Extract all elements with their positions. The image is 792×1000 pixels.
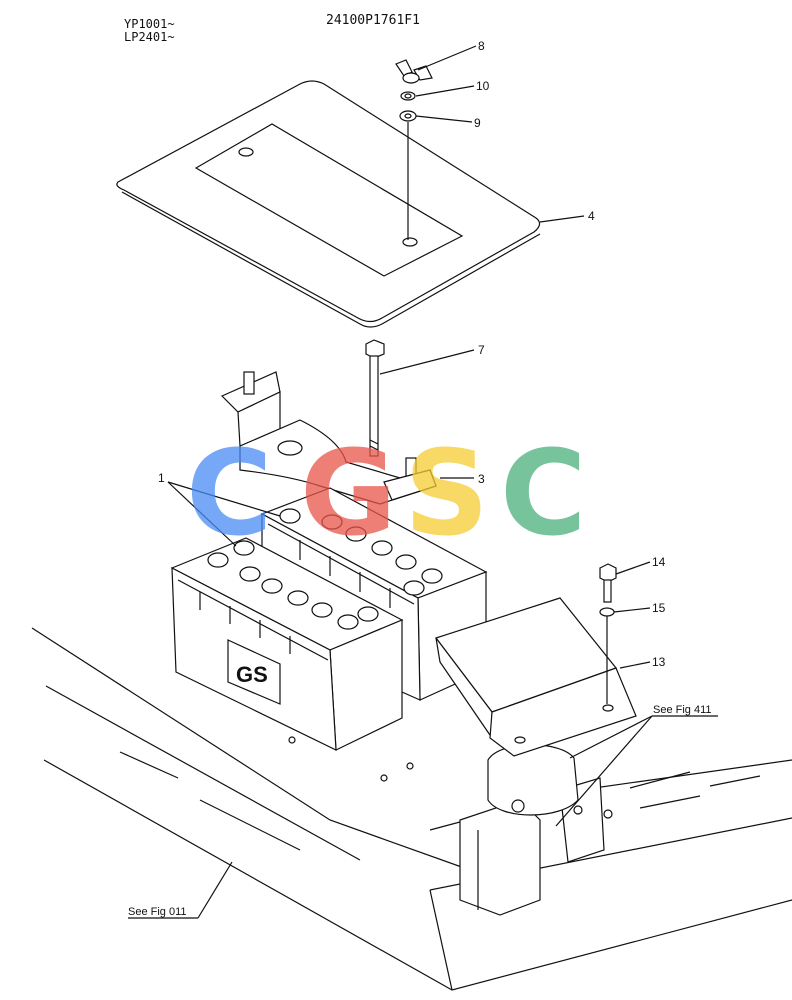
see-fig-011: See Fig 011	[128, 906, 187, 918]
hold-down-bolt	[365, 339, 385, 457]
see-fig-411: See Fig 411	[653, 704, 712, 716]
callout-13: 13	[652, 655, 666, 669]
callout-8: 8	[478, 39, 485, 53]
callout-3: 3	[478, 472, 485, 486]
leader-lines	[128, 45, 718, 919]
battery-front: GS	[170, 537, 404, 751]
callout-15: 15	[652, 601, 666, 615]
callout-7: 7	[478, 343, 485, 357]
serial-range-1: YP1001~	[124, 17, 175, 31]
drawing-number: 24100P1761F1	[326, 13, 420, 28]
callout-labels: 1 3 4 7 8 9 10 13 14 15 See Fig 411 See …	[128, 39, 712, 918]
serial-range-2: LP2401~	[124, 30, 175, 44]
mounting-bracket	[459, 744, 605, 916]
callout-14: 14	[652, 555, 666, 569]
front-terminals	[207, 540, 379, 630]
callout-10: 10	[476, 79, 490, 93]
watermark-letter-s: S	[404, 424, 489, 562]
watermark-letter-c2: C	[500, 424, 587, 562]
callout-9: 9	[474, 116, 481, 130]
callout-4: 4	[588, 209, 595, 223]
battery-brand-label: GS	[236, 662, 268, 687]
cover-bolt-assembly	[599, 563, 617, 704]
terminal-cover	[435, 597, 637, 757]
rear-terminals	[279, 508, 443, 596]
watermark-logo: C G S C	[186, 424, 587, 562]
battery-clamp	[220, 371, 437, 505]
watermark-letter-g: G	[300, 424, 397, 562]
gs-label-plate	[227, 639, 281, 705]
watermark-letter-c1: C	[186, 424, 273, 562]
battery-cover-plate	[116, 80, 541, 328]
callout-1: 1	[158, 471, 165, 485]
